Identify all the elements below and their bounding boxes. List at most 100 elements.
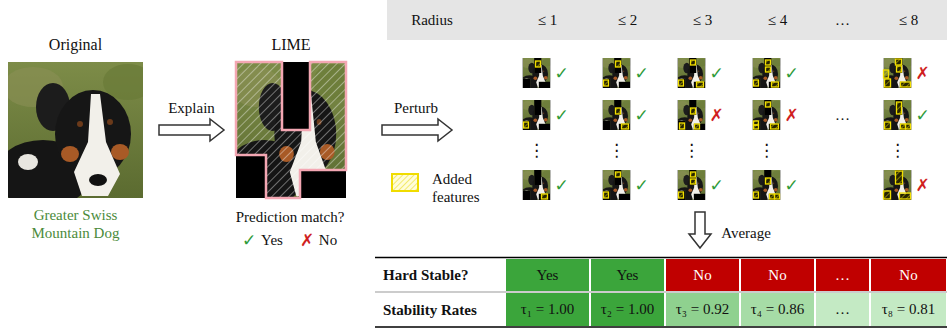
row-header: Hard Stable? [383, 266, 468, 284]
legend-question: Prediction match? [236, 208, 345, 226]
perturbed-thumbnails-part-part-part [679, 80, 684, 86]
perturbed-thumbnails-part-part [885, 102, 911, 129]
perturbed-thumbnails-part-part-part [691, 108, 696, 114]
block-arrow [159, 119, 224, 141]
lime-explanation-part [236, 62, 346, 198]
perturbed-thumbnails-part-part [754, 60, 779, 87]
table-cell: τ₈ = 0.81 [871, 293, 946, 326]
perturbed-thumbnails-part-part [680, 108, 700, 129]
legend-text: Added features [432, 170, 504, 206]
match-mark: ✓ [554, 63, 568, 83]
dog-photo [0, 62, 153, 208]
table-cell: No [666, 259, 739, 291]
match-mark: ✗ [915, 175, 929, 195]
perturbed-thumbnails-part [750, 170, 783, 202]
perturbed-thumbnails-part-part [750, 170, 783, 202]
average-arrow-part [689, 212, 711, 248]
perturbed-thumbnails-part-part-part [691, 60, 696, 65]
table-rules [375, 258, 947, 328]
perturbed-thumbnails-part-part-part [680, 123, 685, 129]
table-cell: … [816, 259, 869, 291]
perturbed-thumbnails-part-part-part [771, 124, 779, 129]
lime-explanation-part [225, 62, 354, 208]
perturbed-thumbnails-part-part-part [604, 80, 609, 86]
perturbed-thumbnails-part-part-part [896, 59, 902, 65]
table-cell: Yes [506, 259, 589, 291]
table-cell: τ₃ = 0.92 [666, 293, 739, 326]
perturbed-thumbnails-part [750, 58, 783, 90]
perturbed-thumbnails-part-part-part [766, 102, 771, 107]
perturbed-thumbnails-part-part [600, 58, 633, 90]
perturbed-thumbnails-part-part-part [885, 79, 891, 87]
perturbed-thumbnails-part-part-part [697, 82, 704, 87]
perturbed-thumbnails-part-part [884, 59, 911, 87]
table-cell: τ₁ = 1.00 [506, 293, 589, 326]
vertical-ellipsis: ⋮ [528, 140, 545, 160]
perturbed-thumbnails-part-part [754, 102, 779, 129]
perturbed-thumbnails-part-part-part [766, 67, 771, 72]
lime-explanation [225, 62, 354, 208]
perturbed-thumbnails-part-part [750, 58, 783, 90]
header-label: Radius [411, 11, 453, 29]
vertical-ellipsis: ⋮ [758, 140, 775, 160]
perturbed-thumbnails-part-part-part [679, 192, 684, 198]
perturbed-thumbnails-part-part-part [766, 178, 771, 184]
legend-text: No [319, 231, 337, 249]
perturbed-thumbnails-part-part-part [536, 61, 541, 67]
perturbed-thumbnails-part-part-part [691, 179, 696, 184]
perturbed-thumbnails-part-part-part [766, 60, 771, 65]
perturbed-thumbnails-part-part [675, 58, 708, 90]
perturbed-thumbnails-part-part-part [901, 82, 911, 87]
perturbed-thumbnails-part-part-part [900, 193, 911, 199]
perturbed-thumbnails-part-part [604, 172, 621, 198]
perturbed-thumbnails-part [675, 100, 708, 132]
perturbed-thumbnails-part-part-part [691, 172, 696, 177]
check-mark: ✓ [242, 230, 256, 250]
perturbed-thumbnails-part [675, 58, 708, 90]
perturbed-thumbnails-part-part [675, 170, 708, 202]
dog-photo-part [0, 62, 153, 208]
perturbed-thumbnails-part [881, 170, 914, 202]
radius-header: … [835, 11, 850, 29]
match-mark: ✓ [915, 105, 929, 125]
perturbed-thumbnails-part-part-part [770, 194, 775, 199]
match-mark: ✓ [554, 105, 568, 125]
perturbed-thumbnails-part-part-part [775, 194, 780, 199]
perturbed-thumbnails-part-part-part [901, 124, 906, 129]
table-cell: τ₂ = 1.00 [591, 293, 664, 326]
match-mark: ✗ [915, 63, 929, 83]
legend-text: Yes [261, 231, 283, 249]
vertical-ellipsis: ⋮ [889, 140, 906, 160]
perturbed-thumbnails-part-part-part [896, 171, 903, 184]
table-cell: No [741, 259, 814, 291]
perturbed-thumbnails-part-part-part [754, 192, 759, 198]
perturbed-thumbnails-part-part [524, 122, 529, 128]
perturbed-thumbnails-part-part-part [604, 192, 609, 198]
perturbed-thumbnails-part-part-part [884, 70, 889, 78]
perturbed-thumbnails-part-part-part [772, 82, 779, 87]
table-rules-part [375, 326, 947, 328]
perturbed-thumbnails-part-part [679, 172, 696, 198]
perturbed-thumbnails-part-part [881, 58, 914, 90]
match-mark: ✓ [634, 63, 648, 83]
perturbed-thumbnails-part-part [675, 100, 708, 132]
perturbed-thumbnails-part-part [679, 60, 704, 87]
radius-header: ≤ 3 [693, 11, 712, 29]
perturbed-thumbnails-part-part-part [897, 66, 902, 72]
perturbed-thumbnails-part-part [542, 194, 548, 199]
perturbed-thumbnails-part-part-part [906, 124, 911, 129]
perturbed-thumbnails-part-part [881, 100, 914, 132]
legend-swatch-part [392, 174, 418, 191]
lime-panel: LIME [236, 62, 346, 198]
perturbed-thumbnails-part-part [616, 108, 629, 129]
cross-mark: ✗ [300, 230, 314, 250]
match-mark: ✓ [634, 105, 648, 125]
radius-header: ≤ 2 [618, 11, 637, 29]
legend-swatch [392, 174, 418, 191]
arrow-label: Explain [166, 99, 217, 117]
match-mark: ✓ [634, 175, 648, 195]
perturbed-thumbnails-part-part-part [616, 61, 621, 67]
perturbed-thumbnails-part-part [520, 58, 553, 90]
match-mark: ✓ [554, 175, 568, 195]
